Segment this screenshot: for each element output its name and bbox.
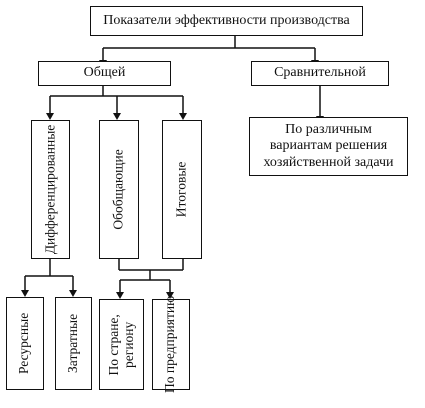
final-box: Итоговые	[162, 120, 202, 259]
root-box: Показатели эффективности производства	[90, 6, 363, 36]
cost-label: Затратные	[65, 313, 81, 374]
by-country-line2: региону	[120, 321, 136, 368]
general-label: Общей	[83, 65, 126, 81]
differentiated-label: Дифференцированные	[42, 124, 58, 255]
by-country-label: По стране, региону	[105, 313, 137, 376]
root-label: Показатели эффективности производства	[103, 12, 350, 28]
comparative-child-box: По различным вариантам решения хозяйстве…	[249, 117, 408, 176]
cost-box: Затратные	[55, 297, 92, 390]
differentiated-box: Дифференцированные	[31, 120, 70, 259]
comparative-label: Сравнительной	[274, 65, 366, 81]
generalizing-box: Обобщающие	[99, 120, 139, 259]
comparative-box: Сравнительной	[251, 61, 389, 86]
by-country-line1: По стране,	[105, 313, 121, 376]
generalizing-label: Обобщающие	[110, 149, 126, 230]
final-label: Итоговые	[173, 161, 189, 218]
by-enterprise-box: По предприятию	[152, 295, 190, 394]
comparative-child-label: По различным вариантам решения хозяйстве…	[263, 122, 394, 170]
by-country-box: По стране, региону	[99, 299, 144, 390]
general-box: Общей	[38, 61, 171, 86]
by-enterprise-label: По предприятию	[162, 295, 178, 394]
resource-label: Ресурсные	[16, 312, 32, 375]
resource-box: Ресурсные	[6, 297, 44, 390]
